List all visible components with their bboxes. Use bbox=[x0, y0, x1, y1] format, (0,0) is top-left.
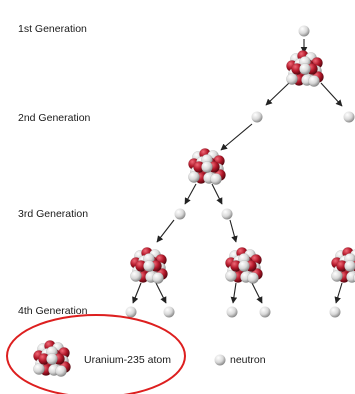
arrow-icon bbox=[156, 219, 175, 243]
generation-label-3: 3rd Generation bbox=[18, 208, 88, 220]
arrow-icon bbox=[265, 82, 290, 106]
uranium-235-atom-icon bbox=[331, 247, 355, 283]
neutron-icon bbox=[163, 306, 175, 318]
legend-neutron-icon bbox=[214, 354, 226, 366]
neutron-icon bbox=[343, 111, 355, 123]
arrows-group bbox=[132, 39, 343, 304]
uranium-235-atom-icon bbox=[130, 247, 168, 284]
neutron-icon bbox=[251, 111, 263, 123]
arrow-icon bbox=[229, 219, 238, 243]
generation-label-4: 4th Generation bbox=[18, 305, 88, 317]
neutron-icon bbox=[298, 25, 310, 37]
arrow-icon bbox=[220, 123, 253, 151]
neutron-icon bbox=[125, 306, 137, 318]
arrow-icon bbox=[132, 282, 142, 304]
arrow-icon bbox=[155, 282, 167, 304]
neutron-icon bbox=[259, 306, 271, 318]
arrow-icon bbox=[334, 282, 343, 304]
legend-atom-label: Uranium-235 atom bbox=[84, 354, 171, 366]
neutron-icon bbox=[329, 306, 341, 318]
highlight-ellipse bbox=[6, 314, 186, 394]
arrow-icon bbox=[251, 282, 263, 304]
atoms-group bbox=[33, 50, 355, 377]
uranium-235-atom-icon bbox=[225, 247, 263, 284]
generation-label-1: 1st Generation bbox=[18, 23, 87, 35]
arrow-icon bbox=[230, 282, 238, 304]
arrow-icon bbox=[184, 183, 197, 205]
arrow-icon bbox=[320, 82, 343, 107]
uranium-235-atom-icon bbox=[286, 50, 324, 87]
neutron-icon bbox=[221, 208, 233, 220]
legend-neutron-label: neutron bbox=[230, 354, 266, 366]
neutron-icon bbox=[174, 208, 186, 220]
arrow-icon bbox=[211, 183, 223, 205]
neutron-icon bbox=[226, 306, 238, 318]
neutrons-group bbox=[125, 25, 355, 318]
uranium-235-atom-icon bbox=[188, 148, 226, 185]
generation-label-2: 2nd Generation bbox=[18, 112, 91, 124]
legend-atom-icon bbox=[33, 340, 71, 377]
